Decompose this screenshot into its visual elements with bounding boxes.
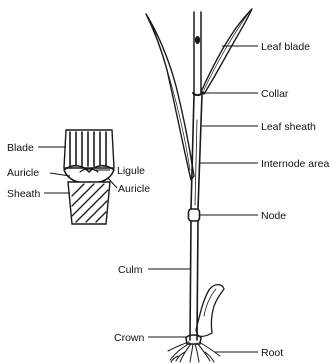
label-auricle-left: Auricle (7, 167, 39, 179)
label-blade: Blade (7, 142, 34, 154)
label-root: Root (261, 347, 283, 359)
plant-callouts: Leaf blade Collar Leaf sheath Internode … (114, 41, 329, 359)
culm-stem (190, 220, 198, 340)
label-ligule: Ligule (117, 165, 145, 177)
label-internode-area: Internode area (261, 158, 329, 170)
upper-culm (194, 12, 201, 95)
leaf-sheath-stem (191, 94, 202, 209)
label-collar: Collar (261, 88, 289, 100)
root-system (168, 342, 220, 362)
upper-node-dot (195, 36, 200, 44)
label-sheath: Sheath (7, 188, 40, 200)
grass-plant-illustration (146, 9, 252, 362)
basal-leaf (196, 285, 224, 337)
label-leaf-blade: Leaf blade (261, 41, 310, 53)
lower-left-leaf-blade (146, 14, 194, 180)
label-auricle-right: Auricle (118, 183, 150, 195)
node-bulge (189, 209, 200, 221)
label-node: Node (261, 210, 286, 222)
collar-detail-inset (64, 130, 114, 224)
upper-leaf-blade (201, 9, 252, 94)
label-culm: Culm (118, 264, 143, 276)
label-crown: Crown (114, 332, 145, 344)
label-leaf-sheath: Leaf sheath (261, 121, 316, 133)
